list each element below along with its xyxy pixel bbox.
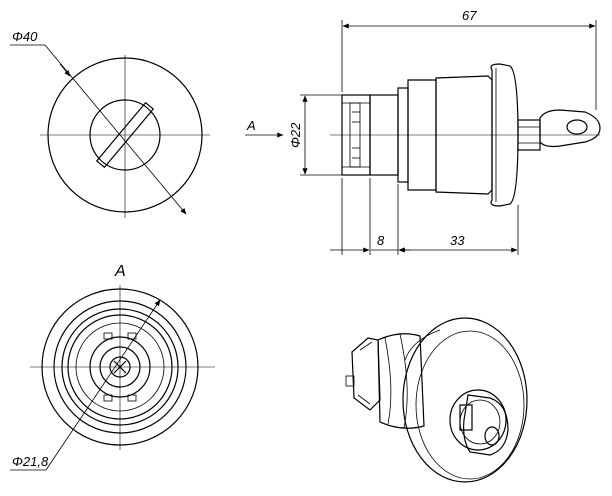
dia22-label: Φ22 xyxy=(288,122,303,148)
side-view: A Φ22 xyxy=(245,8,601,255)
iso-mushroom-head xyxy=(402,317,528,483)
isometric-view xyxy=(345,317,528,483)
view-a: A Φ21,8 xyxy=(10,263,215,471)
length33-label: 33 xyxy=(450,233,465,248)
key xyxy=(517,109,601,151)
rear-outer-circle xyxy=(41,288,199,446)
view-a-title: A xyxy=(114,263,126,280)
length67-label: 67 xyxy=(462,8,477,23)
dia40-leader xyxy=(44,44,187,215)
key-slot xyxy=(95,101,155,169)
dia218-label: Φ21,8 xyxy=(12,454,49,469)
dia40-label: Φ40 xyxy=(12,29,38,44)
dia218-leader xyxy=(45,299,161,471)
arrow-a-label: A xyxy=(246,118,256,133)
length8-label: 8 xyxy=(377,233,385,248)
front-view: Φ40 xyxy=(10,29,210,218)
